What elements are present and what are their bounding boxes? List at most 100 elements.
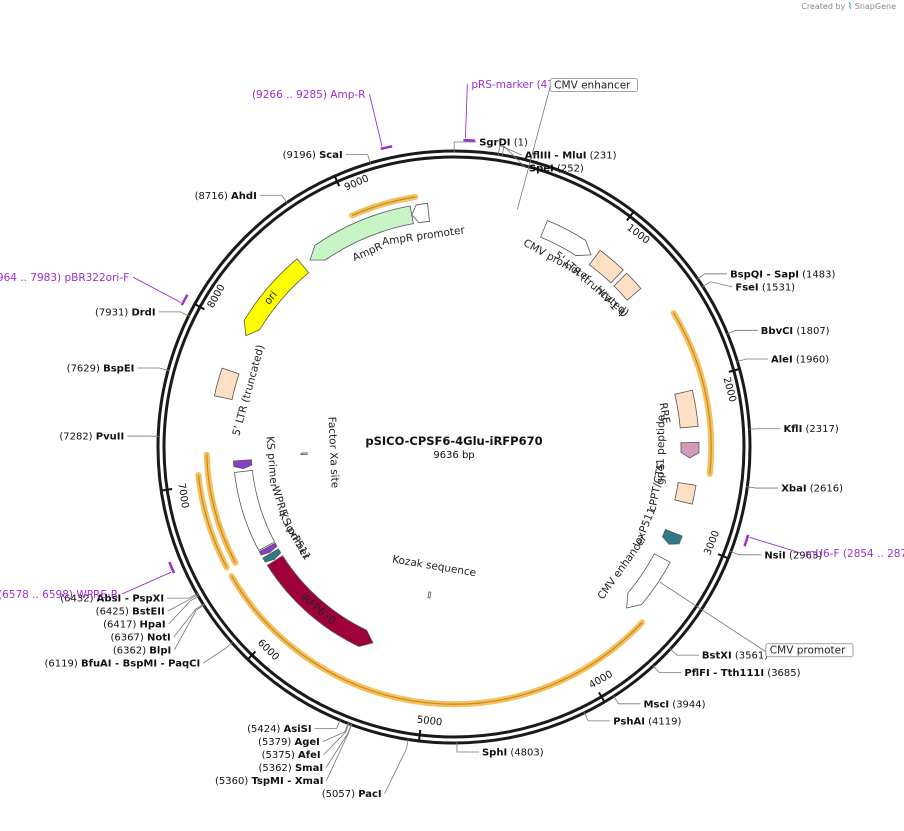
enzyme-label: MscI (3944) (644, 699, 706, 710)
enzyme-coord: (5424) (247, 724, 283, 735)
feature-loxp511 (662, 529, 683, 545)
enzyme-leader (701, 281, 733, 288)
enzyme-coord: (7282) (59, 432, 95, 443)
enzyme-coord: (1960) (793, 354, 830, 365)
tick-label: 8000 (206, 283, 228, 311)
enzyme-coord: (5057) (322, 789, 358, 800)
feature-label-cppt-cts: cPPT/CTS (646, 462, 667, 513)
feature-gp41-peptide (680, 441, 700, 459)
enzyme-leader (746, 486, 779, 489)
enzyme-label: (5057) PacI (322, 789, 382, 800)
enzyme-leader (345, 154, 371, 165)
brand-created-by: Created by (801, 2, 846, 11)
enzyme-label: (6425) BstEII (96, 607, 165, 618)
enzyme-label: PshAI (4119) (613, 716, 681, 727)
enzyme-name: AhdI (231, 191, 257, 202)
feature-wpre (234, 469, 276, 551)
feature-label-wpre: WPRE (269, 485, 290, 518)
feature-5-ltr-truncated (588, 249, 624, 284)
enzyme-name: SphI (482, 747, 507, 758)
primer-name: Amp-R (330, 89, 365, 101)
enzyme-label: (5424) AsiSI (247, 724, 311, 735)
enzyme-label: (5362) SmaI (259, 763, 324, 774)
enzyme-label: (7931) DrdI (95, 307, 156, 318)
tick-mark (598, 691, 605, 702)
center-label: pSICO-CPSF6-4Glu-iRFP670 9636 bp (365, 434, 542, 461)
primer-mark (380, 145, 393, 151)
enzyme-name: TspMI - XmaI (251, 776, 323, 787)
enzyme-coord: (4803) (507, 747, 544, 758)
enzyme-label: (6417) HpaI (103, 620, 165, 631)
enzyme-name: SgrDI (479, 138, 510, 149)
enzyme-coord: (8716) (195, 191, 231, 202)
enzyme-coord: (1483) (799, 269, 836, 280)
primer-label: mU6-F (2854 .. 2874) (805, 548, 904, 560)
enzyme-name: KflI (783, 424, 802, 435)
highlight-arc-line (197, 474, 228, 568)
enzyme-label: (8716) AhdI (195, 191, 257, 202)
enzyme-coord: (5379) (258, 737, 294, 748)
primer-range: (2854 .. 2874) (840, 548, 904, 560)
tick-mark (334, 176, 341, 187)
enzyme-name: SpeI (529, 164, 554, 175)
enzyme-label: SpeI (252) (529, 164, 584, 175)
feature-label-5-ltr-truncated: 5' LTR (truncated) (230, 344, 267, 438)
tick-mark (626, 211, 634, 222)
enzyme-name: PvuII (96, 432, 124, 443)
enzyme-name: PshAI (613, 716, 645, 727)
enzyme-leader (326, 723, 353, 781)
highlight-arcs (195, 193, 715, 708)
feature-ks-primer (233, 459, 253, 470)
primer-mark (463, 138, 476, 142)
feature-ampr-promoter (411, 202, 430, 224)
enzyme-name: BfuAI - BspMI - PaqCI (81, 659, 200, 670)
enzyme-leader (497, 144, 522, 156)
enzyme-coord: (2963) (786, 550, 823, 561)
enzyme-leader (669, 648, 699, 656)
enzyme-name: PacI (358, 789, 381, 800)
enzyme-label: PflFI - Tth111I (3685) (684, 668, 800, 679)
enzyme-name: BlpI (149, 646, 171, 657)
highlight-arc-line (206, 454, 236, 564)
feature-irfp670 (266, 555, 374, 647)
enzyme-coord: (1807) (793, 326, 830, 337)
enzyme-leader (168, 595, 200, 625)
enzyme-name: BspQI - SapI (730, 269, 799, 280)
enzyme-coord: (2616) (807, 484, 844, 495)
enzyme-coord: (6119) (45, 659, 81, 670)
tick-label: 1000 (624, 222, 651, 246)
plasmid-name: pSICO-CPSF6-4Glu-iRFP670 (365, 434, 542, 448)
feature-5-ltr-truncated (213, 367, 240, 401)
feature-cmv-promoter (540, 219, 592, 256)
enzyme-coord: (6362) (113, 646, 149, 657)
enzyme-leader (323, 722, 350, 755)
enzyme-coord: (7931) (95, 307, 131, 318)
feature-label-ks-primer: KS primer (264, 436, 280, 489)
enzyme-label: KflI (2317) (783, 424, 838, 435)
enzyme-name: BbvCI (761, 326, 793, 337)
enzyme-leader (456, 741, 479, 753)
enzyme-name: AfeI (298, 750, 321, 761)
highlight-arc-line (231, 575, 643, 705)
enzyme-label: BspQI - SapI (1483) (730, 269, 835, 280)
enzyme-label: (5360) TspMI - XmaI (215, 776, 323, 787)
tick-label: 3000 (702, 529, 722, 557)
enzyme-leader (652, 664, 682, 673)
primer-name: WPRE-R (76, 589, 118, 601)
enzyme-label: (9196) ScaI (283, 150, 343, 161)
enzyme-coord: (6432) (60, 594, 96, 605)
primer-label: (9266 .. 9285) Amp-R (252, 89, 366, 101)
enzyme-label: (6119) BfuAI - BspMI - PaqCI (45, 659, 201, 670)
enzyme-name: AleI (771, 354, 793, 365)
enzyme-name: BstXI (702, 651, 732, 662)
feature-rre (674, 389, 699, 429)
tick-label: 5000 (416, 715, 443, 729)
tick-label: 7000 (175, 482, 190, 509)
enzyme-coord: (3944) (669, 699, 706, 710)
enzyme-leader (583, 711, 611, 722)
enzyme-label: (5379) AgeI (258, 737, 320, 748)
enzyme-label: XbaI (2616) (781, 484, 843, 495)
enzyme-coord: (5375) (262, 750, 298, 761)
enzyme-label: SphI (4803) (482, 747, 544, 758)
